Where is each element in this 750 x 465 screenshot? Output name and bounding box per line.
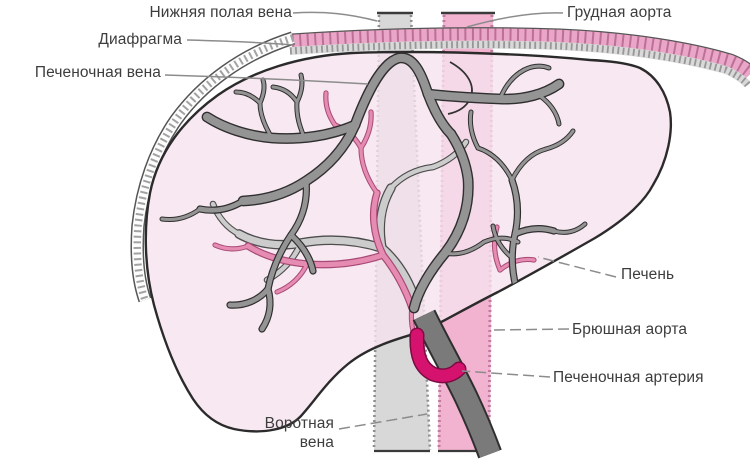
label-diaphragm: Диафрагма (98, 31, 182, 48)
leader-inferior-vena-cava (292, 11, 378, 22)
label-thoracic-aorta: Грудная аорта (567, 4, 672, 21)
leader-hepatic-vein (164, 74, 369, 85)
label-abdominal-aorta: Брюшная аорта (572, 321, 688, 338)
label-liver: Печень (621, 266, 675, 283)
label-hepatic-artery: Печеночная артерия (553, 369, 704, 386)
label-inferior-vena-cava: Нижняя полая вена (149, 4, 292, 21)
hepatic-artery-vessel (409, 327, 467, 384)
label-hepatic-vein: Печеночная вена (34, 64, 161, 81)
leader-thoracic-aorta (466, 12, 564, 28)
leader-portal-vein (338, 413, 428, 430)
leader-lines (164, 11, 617, 430)
leader-hepatic-artery (461, 370, 551, 378)
portal-vein-vessel (412, 309, 502, 459)
leader-liver (537, 256, 617, 278)
leader-diaphragm (186, 39, 295, 46)
label-portal-vein: Воротная вена (264, 415, 334, 451)
diaphragm-band (130, 27, 750, 303)
leader-abdominal-aorta (493, 328, 570, 331)
